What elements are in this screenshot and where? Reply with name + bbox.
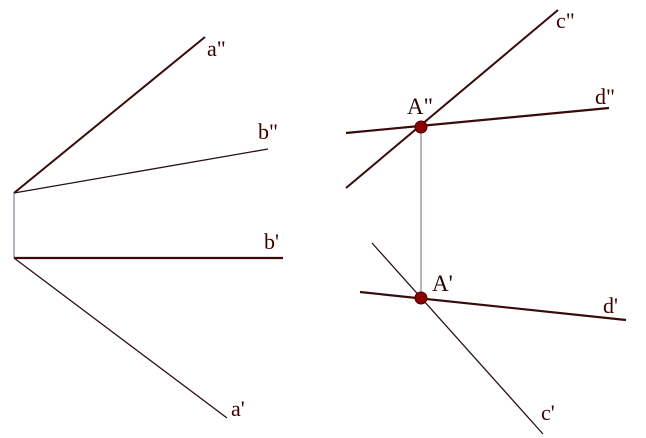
label-b-single: b' — [264, 229, 279, 254]
label-c-double: c" — [556, 8, 575, 33]
label-a-single: a' — [231, 396, 245, 421]
line-c-single — [371, 242, 544, 435]
label-A-double: A" — [407, 94, 433, 119]
label-A-single: A' — [432, 271, 453, 296]
line-a-double — [13, 36, 206, 194]
point-A-single — [414, 291, 428, 305]
line-d-double — [345, 106, 610, 135]
right-figure: c" d" A" A' d' c' — [345, 8, 627, 435]
left-figure: a" b" b' a' — [13, 36, 283, 421]
line-b-double — [13, 148, 269, 194]
line-a-single — [13, 257, 228, 419]
label-a-double: a" — [207, 36, 226, 61]
point-A-double — [414, 120, 428, 134]
label-d-single: d' — [603, 293, 618, 318]
label-c-single: c' — [541, 400, 555, 425]
line-c-double — [345, 9, 559, 189]
line-d-single — [359, 290, 627, 322]
label-d-double: d" — [595, 84, 615, 109]
label-b-double: b" — [258, 119, 278, 144]
